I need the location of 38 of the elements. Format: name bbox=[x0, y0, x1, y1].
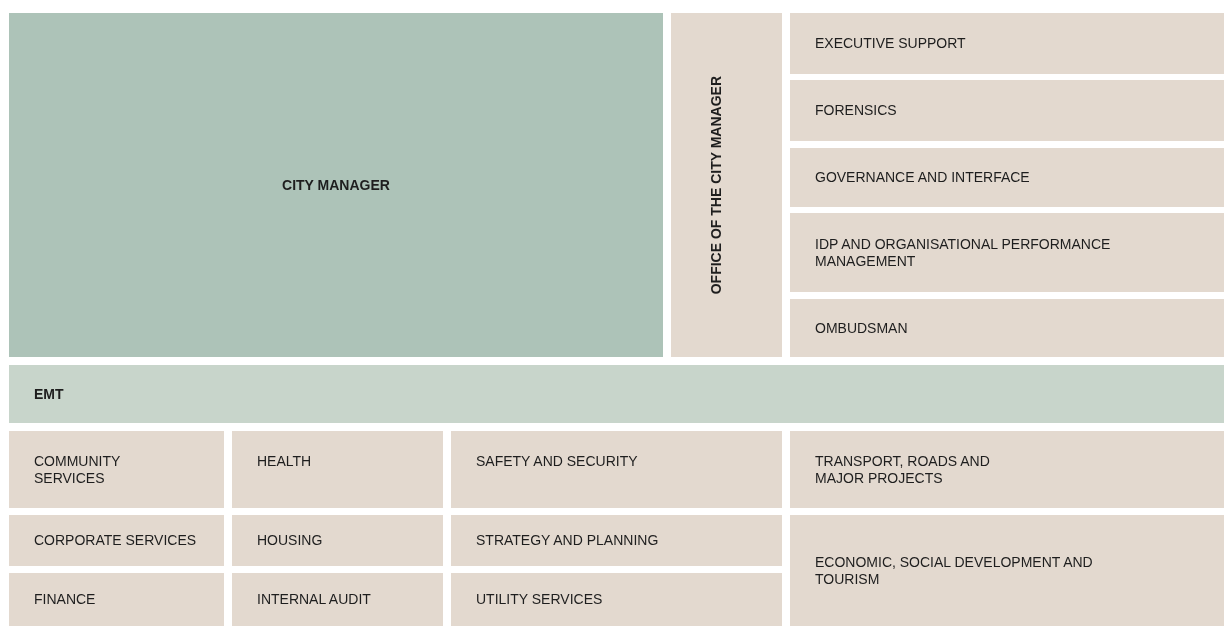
unit-box bbox=[232, 431, 443, 508]
unit-box bbox=[790, 515, 1224, 626]
box-label: COMMUNITY SERVICES bbox=[34, 453, 122, 487]
unit-box bbox=[232, 573, 443, 626]
office-box bbox=[671, 13, 782, 357]
box-label: TRANSPORT, ROADS AND MAJOR PROJECTS bbox=[815, 453, 991, 487]
box-label: ECONOMIC, SOCIAL DEVELOPMENT AND TOURISM bbox=[815, 553, 1094, 588]
box-label: OMBUDSMAN bbox=[815, 319, 908, 337]
unit-box bbox=[790, 431, 1224, 508]
box-label: CITY MANAGER bbox=[282, 175, 390, 195]
box-label: EXECUTIVE SUPPORT bbox=[815, 35, 966, 52]
unit-box bbox=[9, 573, 224, 626]
unit-box bbox=[790, 80, 1224, 141]
unit-box bbox=[790, 13, 1224, 74]
unit-box bbox=[9, 431, 224, 508]
unit-box bbox=[9, 515, 224, 566]
unit-box bbox=[451, 431, 782, 508]
unit-box bbox=[232, 515, 443, 566]
box-label: OFFICE OF THE CITY MANAGER bbox=[706, 75, 725, 295]
unit-box bbox=[451, 573, 782, 626]
box-label: UTILITY SERVICES bbox=[476, 591, 603, 608]
box-label: STRATEGY AND PLANNING bbox=[476, 532, 659, 549]
box-label: FORENSICS bbox=[815, 102, 897, 119]
box-label: GOVERNANCE AND INTERFACE bbox=[815, 169, 1030, 186]
unit-box bbox=[790, 213, 1224, 292]
head-box bbox=[9, 13, 663, 357]
box-label: HOUSING bbox=[257, 532, 323, 549]
box-label: IDP AND ORGANISATIONAL PERFORMANCE MANAGEMENT bbox=[815, 235, 1112, 270]
unit-box bbox=[451, 515, 782, 566]
team-band bbox=[9, 365, 1224, 423]
box-label: HEALTH bbox=[257, 453, 312, 470]
box-label: CORPORATE SERVICES bbox=[34, 532, 197, 549]
box-label: INTERNAL AUDIT bbox=[257, 591, 371, 608]
box-label: EMT bbox=[34, 384, 64, 404]
unit-box bbox=[790, 299, 1224, 357]
box-label: FINANCE bbox=[34, 591, 96, 608]
box-label: SAFETY AND SECURITY bbox=[476, 453, 638, 470]
unit-box bbox=[790, 148, 1224, 207]
